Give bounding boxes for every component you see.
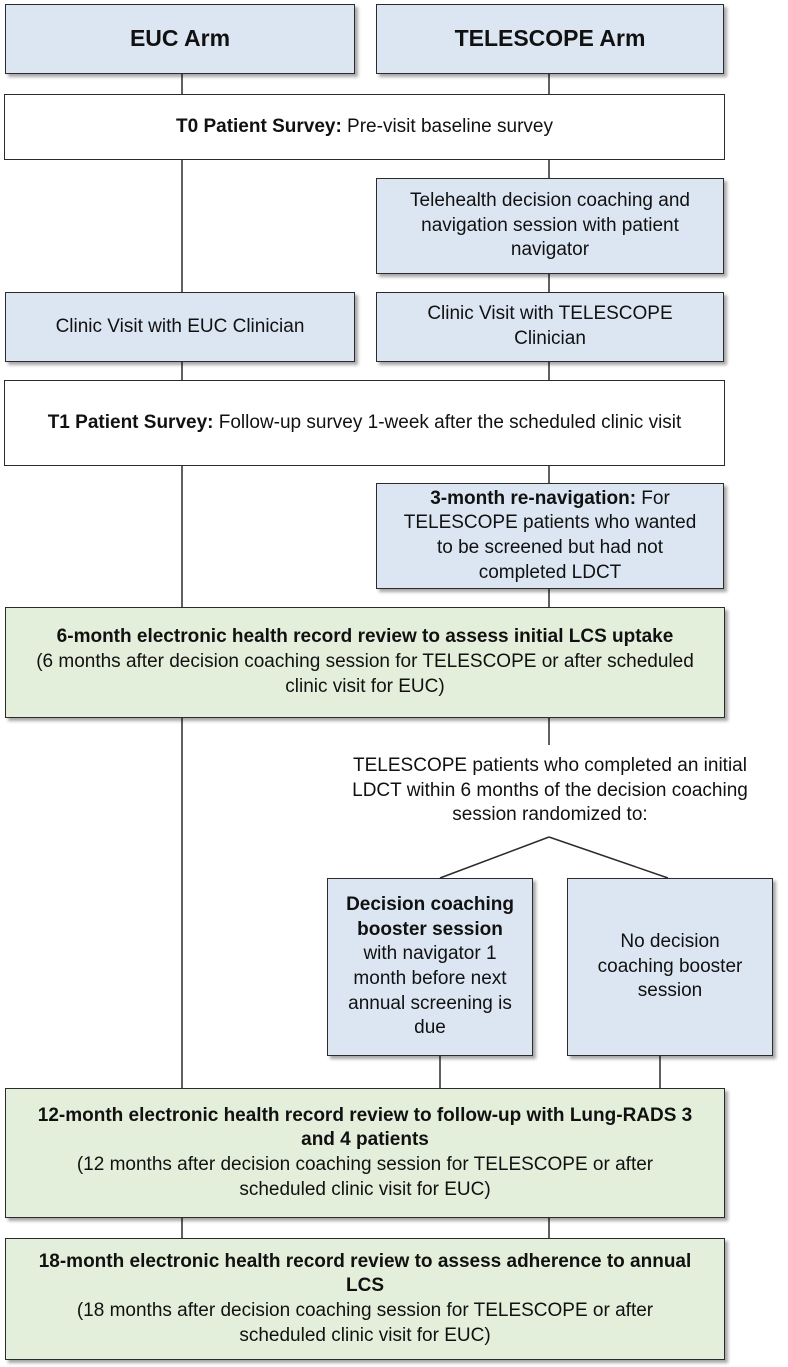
t0-survey-text: Pre-visit baseline survey bbox=[341, 115, 553, 137]
telescope-arm-header: TELESCOPE Arm bbox=[376, 4, 724, 74]
review-18-month-title: 18-month electronic health record review… bbox=[38, 1250, 692, 1297]
coaching-session-text: Telehealth decision coaching and navigat… bbox=[410, 189, 690, 261]
review-12-month-box: 12-month electronic health record review… bbox=[5, 1088, 725, 1218]
booster-session-box: Decision coaching booster session with n… bbox=[327, 878, 533, 1056]
clinic-visit-euc-box: Clinic Visit with EUC Clinician bbox=[5, 292, 355, 362]
booster-session-label: Decision coaching booster session bbox=[346, 893, 514, 940]
t0-survey-label: T0 Patient Survey: bbox=[176, 115, 342, 137]
review-6-month-box: 6-month electronic health record review … bbox=[5, 607, 725, 718]
review-18-month-text: (18 months after decision coaching sessi… bbox=[76, 1300, 654, 1346]
randomization-text: TELESCOPE patients who completed an init… bbox=[352, 755, 748, 826]
clinic-visit-euc-text: Clinic Visit with EUC Clinician bbox=[55, 315, 305, 337]
review-6-month-title: 6-month electronic health record review … bbox=[56, 626, 674, 648]
clinic-visit-telescope-text: Clinic Visit with TELESCOPE Clinician bbox=[427, 303, 673, 349]
no-booster-box: No decision coaching booster session bbox=[567, 878, 773, 1056]
euc-arm-header: EUC Arm bbox=[5, 4, 355, 74]
renavigation-label: 3-month re-navigation: bbox=[430, 487, 637, 509]
no-booster-text: No decision coaching booster session bbox=[597, 930, 743, 1002]
renavigation-text: For TELESCOPE patients who wanted to be … bbox=[403, 487, 697, 583]
review-18-month-box: 18-month electronic health record review… bbox=[5, 1238, 725, 1360]
t0-survey-box: T0 Patient Survey: Pre-visit baseline su… bbox=[4, 94, 725, 160]
review-6-month-text: (6 months after decision coaching sessio… bbox=[36, 651, 694, 697]
review-12-month-text: (12 months after decision coaching sessi… bbox=[76, 1154, 654, 1200]
coaching-session-box: Telehealth decision coaching and navigat… bbox=[376, 178, 724, 274]
t1-survey-label: T1 Patient Survey: bbox=[47, 411, 214, 433]
t1-survey-text: Follow-up survey 1-week after the schedu… bbox=[213, 411, 682, 433]
renavigation-box: 3-month re-navigation: For TELESCOPE pat… bbox=[376, 483, 724, 589]
review-12-month-title: 12-month electronic health record review… bbox=[37, 1104, 693, 1151]
booster-session-text: with navigator 1 month before next annua… bbox=[348, 943, 512, 1039]
clinic-visit-telescope-box: Clinic Visit with TELESCOPE Clinician bbox=[376, 292, 724, 362]
t1-survey-box: T1 Patient Survey: Follow-up survey 1-we… bbox=[4, 380, 725, 466]
